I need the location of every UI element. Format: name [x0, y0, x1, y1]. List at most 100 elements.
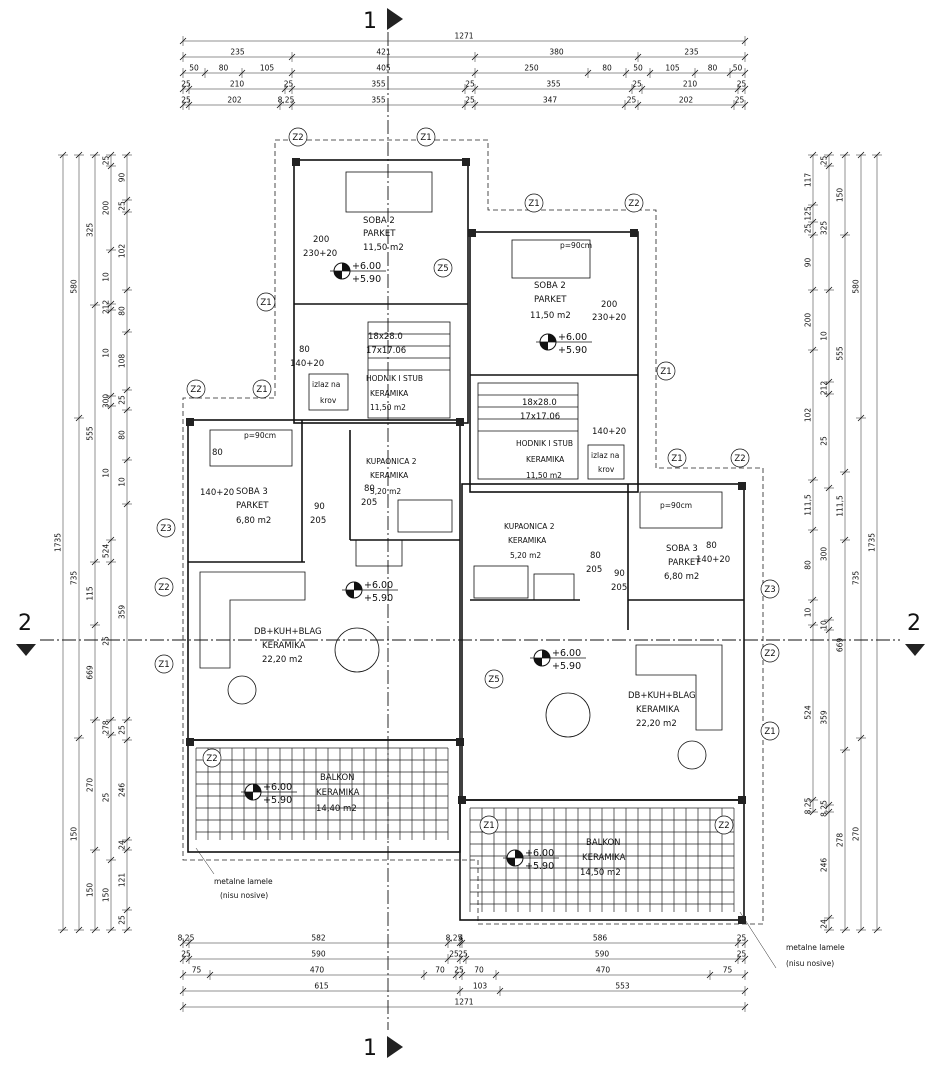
dimension-label: 8,25 [446, 934, 463, 943]
dimension-label: 4 [459, 934, 464, 943]
dimension-label: 200 [102, 201, 111, 216]
svg-text:140+20: 140+20 [200, 488, 234, 498]
svg-text:p=90cm: p=90cm [244, 431, 276, 440]
dimension-label: 590 [311, 950, 326, 959]
dimension-label: 580 [70, 279, 79, 294]
wall-tag: Z1 [483, 821, 494, 831]
level-upper: +6.00 [552, 648, 581, 659]
dimension-label: 669 [836, 638, 845, 653]
dimension-label: 421 [376, 48, 391, 57]
room-labels: SOBA 2 PARKET 11,50 m2 SOBA 2 PARKET 11,… [236, 216, 701, 878]
roof-exit-note: krov [598, 465, 615, 474]
dimension-label: 555 [836, 346, 845, 361]
dimension-label: 25 [181, 80, 191, 89]
wall-tag: Z1 [256, 385, 267, 395]
stair-note: 18x28.0 [368, 332, 403, 342]
dimension-label: 25 [820, 156, 829, 166]
dimension-label: 300 [102, 394, 111, 409]
dimension-label: 582 [311, 934, 326, 943]
sofa-right [635, 644, 723, 731]
room-floor: PARKET [534, 295, 567, 305]
dimension-label: 1271 [454, 32, 473, 41]
dimension-label: 380 [549, 48, 564, 57]
room-floor: KERAMIKA [262, 641, 306, 651]
column [738, 796, 746, 804]
section-1-top-label: 1 [363, 9, 377, 34]
column [456, 418, 464, 426]
dimension-label: 359 [820, 710, 829, 725]
section-1-bottom-arrow [387, 1036, 403, 1058]
dimension-label: 103 [473, 982, 488, 991]
room-floor: PARKET [668, 558, 701, 568]
room-area: 11,50 m2 [526, 471, 562, 480]
room-area: 22,20 m2 [262, 655, 303, 665]
column [738, 916, 746, 924]
room-floor: KERAMIKA [508, 536, 547, 545]
furniture [199, 171, 723, 770]
dimension-label: 1735 [54, 533, 63, 552]
room-floor: KERAMIKA [636, 705, 680, 715]
dimension-label: 355 [371, 80, 386, 89]
svg-text:230+20: 230+20 [592, 313, 626, 323]
wall-tag: Z1 [420, 133, 431, 143]
dimension-label: 80 [804, 560, 813, 570]
roof-exit-note: izlaz na [312, 380, 340, 389]
stair-note: 18x28.0 [522, 398, 557, 408]
lamele-note: (nisu nosive) [786, 959, 834, 968]
roof-exit-note: krov [320, 396, 337, 405]
dimension-label: 200 [804, 313, 813, 328]
dimension-label: 108 [118, 354, 127, 369]
dimension-label: 70 [435, 966, 445, 975]
dimension-label: 8,25 [178, 934, 195, 943]
dimension-label: 590 [595, 950, 610, 959]
dimension-label: 80 [118, 306, 127, 316]
dimension-label: 25 [632, 80, 642, 89]
dimension-label: 235 [684, 48, 699, 57]
dimension-label: 25 [102, 636, 111, 646]
room-name: SOBA 2 [534, 281, 566, 291]
section-markers: 1 1 2 2 [16, 8, 925, 1061]
svg-text:200: 200 [313, 235, 329, 245]
room-name: SOBA 3 [236, 487, 268, 497]
dimension-label: 90 [118, 173, 127, 183]
room-floor: PARKET [363, 229, 396, 239]
dimension-label: 102 [804, 408, 813, 423]
svg-text:205: 205 [586, 565, 602, 575]
room-area: 11,50 m2 [370, 403, 406, 412]
section-1-bottom-label: 1 [363, 1036, 377, 1061]
dimension-label: 246 [820, 858, 829, 873]
level-upper: +6.00 [364, 580, 393, 591]
wall-left-unit [187, 419, 461, 741]
room-name: BALKON [320, 773, 355, 783]
svg-text:80: 80 [590, 551, 601, 561]
wall-tag: Z1 [671, 454, 682, 464]
lamele-note: metalne lamele [214, 877, 273, 886]
opening-labels: 200 230+20 200 230+20 80 140+20 140+20 8… [200, 235, 730, 593]
dimension-label: 278 [836, 833, 845, 848]
bed-upper-right [511, 239, 591, 279]
dimension-label: 10 [820, 331, 829, 341]
svg-text:205: 205 [611, 583, 627, 593]
svg-text:140+20: 140+20 [592, 427, 626, 437]
dimension-label: 25 [458, 950, 468, 959]
dimension-label: 25 [102, 793, 111, 803]
bed-right [639, 491, 723, 529]
lamele-note: (nisu nosive) [220, 891, 268, 900]
dimension-label: 75 [723, 966, 733, 975]
dimension-label: 10 [102, 272, 111, 282]
svg-text:p=90cm: p=90cm [560, 241, 592, 250]
room-area: 5,20 m2 [370, 487, 401, 496]
dimension-label: 212 [820, 381, 829, 396]
room-name: HODNIK I STUB [366, 374, 423, 383]
dining-table-right [545, 692, 591, 738]
dimension-label: 25 [181, 950, 191, 959]
bathtub-left [397, 499, 453, 533]
room-name: KUPAONICA 2 [504, 522, 555, 531]
dimension-label: 25 [181, 96, 191, 105]
dimension-label: 24 [820, 919, 829, 929]
dimension-label: 246 [118, 783, 127, 798]
column [458, 796, 466, 804]
column [468, 229, 476, 237]
wall-tag: Z1 [764, 727, 775, 737]
